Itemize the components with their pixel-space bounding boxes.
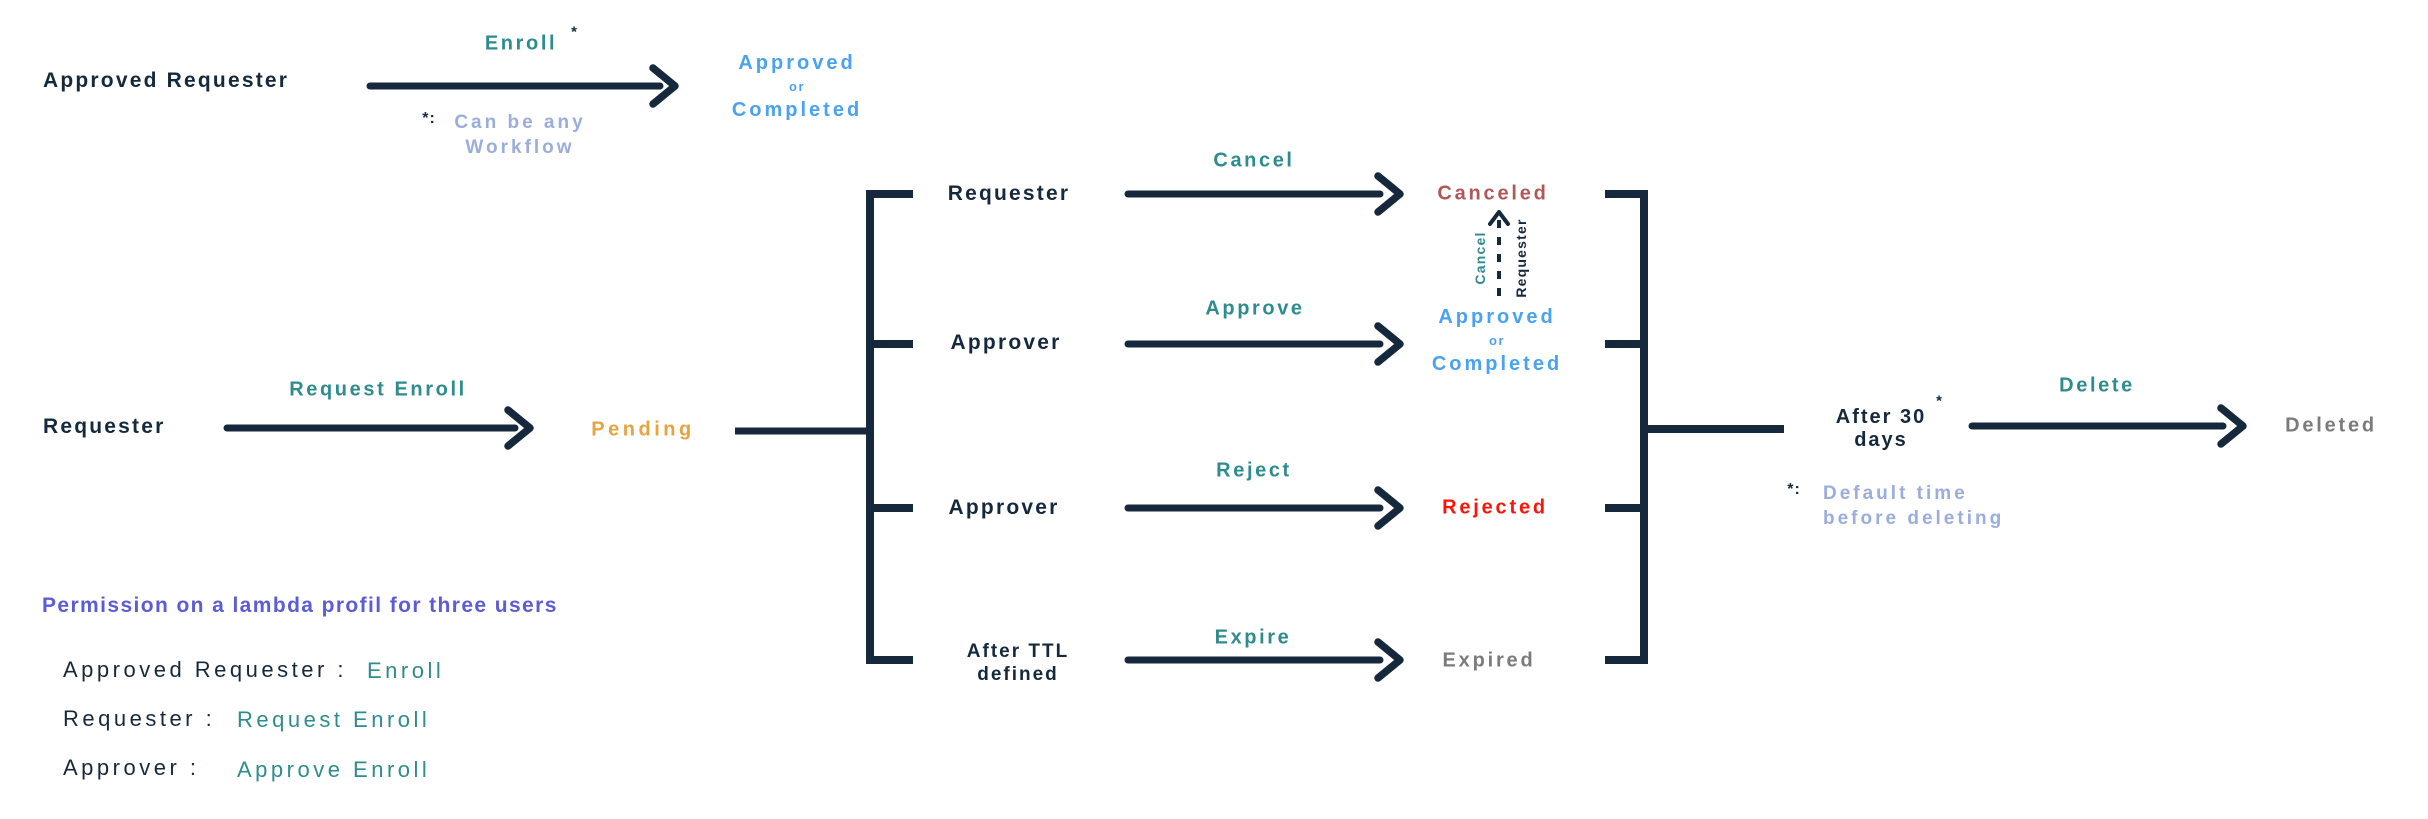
delete-note-line2: before deleting xyxy=(1823,508,2005,529)
merge-bracket xyxy=(1605,190,1784,664)
branch-expire-condition: After TTL defined xyxy=(967,640,1069,686)
delete-note-line1: Default time xyxy=(1823,483,1968,504)
legend-requester-label: Requester : xyxy=(63,706,216,731)
cancel-back-dashed-arrow xyxy=(1488,210,1510,296)
state-canceled: Canceled xyxy=(1437,182,1549,205)
fork-bracket xyxy=(866,190,913,664)
legend-approver-value: Approve Enroll xyxy=(237,757,431,782)
after-ttl-line2: defined xyxy=(977,664,1059,685)
after-30-asterisk: * xyxy=(1936,392,1942,410)
enroll-action-label: Enroll xyxy=(484,32,558,55)
after-30-line1: After 30 xyxy=(1835,406,1927,428)
approved-requester-label: Approved Requester xyxy=(43,69,290,92)
branch-reject-actor: Approver xyxy=(948,496,1060,519)
reject-arrow xyxy=(1124,486,1404,530)
state-expired: Expired xyxy=(1442,649,1536,672)
cancel-arrow xyxy=(1124,172,1404,216)
reject-action-label: Reject xyxy=(1216,459,1292,482)
state-completed: Completed xyxy=(1431,353,1563,375)
cancel-back-actor-label: Requester xyxy=(1513,218,1529,298)
workflow-note-line2: Workflow xyxy=(465,137,575,158)
cancel-action-label: Cancel xyxy=(1213,149,1295,172)
request-enroll-action-label: Request Enroll xyxy=(289,378,467,401)
after-30-days-condition: After 30 days xyxy=(1836,406,1926,452)
cancel-back-action-label: Cancel xyxy=(1472,231,1488,285)
delete-action-label: Delete xyxy=(2059,374,2135,397)
state-or: or xyxy=(1489,333,1505,348)
state-or-top: or xyxy=(789,79,805,94)
delete-arrow xyxy=(1968,404,2247,448)
state-approved: Approved xyxy=(1438,306,1556,328)
approve-action-label: Approve xyxy=(1205,297,1305,320)
legend-approver-label: Approver : xyxy=(63,755,200,780)
state-approved-completed: Approved or Completed xyxy=(1432,306,1562,376)
requester-label: Requester xyxy=(43,415,166,438)
after-30-line2: days xyxy=(1854,429,1908,451)
enroll-asterisk: * xyxy=(571,23,577,41)
legend-requester-value: Request Enroll xyxy=(237,707,431,732)
request-enroll-arrow xyxy=(223,406,534,450)
state-completed-top: Completed xyxy=(731,99,863,121)
state-rejected: Rejected xyxy=(1442,496,1548,519)
after-ttl-line1: After TTL xyxy=(966,641,1070,662)
state-pending: Pending xyxy=(591,418,695,441)
state-approved-completed-top: Approved or Completed xyxy=(732,52,862,122)
legend-approved-requester-value: Enroll xyxy=(367,658,445,683)
workflow-note: Can be any Workflow xyxy=(452,110,588,160)
workflow-note-marker: *: xyxy=(422,110,436,127)
branch-approve-actor: Approver xyxy=(950,331,1062,354)
expire-arrow xyxy=(1124,638,1404,682)
state-approved-top: Approved xyxy=(738,52,856,74)
enroll-arrow xyxy=(366,64,679,108)
delete-note: Default time before deleting xyxy=(1823,481,2004,531)
expire-action-label: Expire xyxy=(1214,626,1292,649)
workflow-note-line1: Can be any xyxy=(454,112,586,133)
delete-note-marker: *: xyxy=(1787,481,1801,498)
branch-cancel-actor: Requester xyxy=(947,182,1071,205)
legend-approved-requester-label: Approved Requester : xyxy=(63,657,348,682)
state-deleted: Deleted xyxy=(2285,414,2377,437)
legend-title: Permission on a lambda profil for three … xyxy=(42,594,558,617)
approve-arrow xyxy=(1124,322,1404,366)
